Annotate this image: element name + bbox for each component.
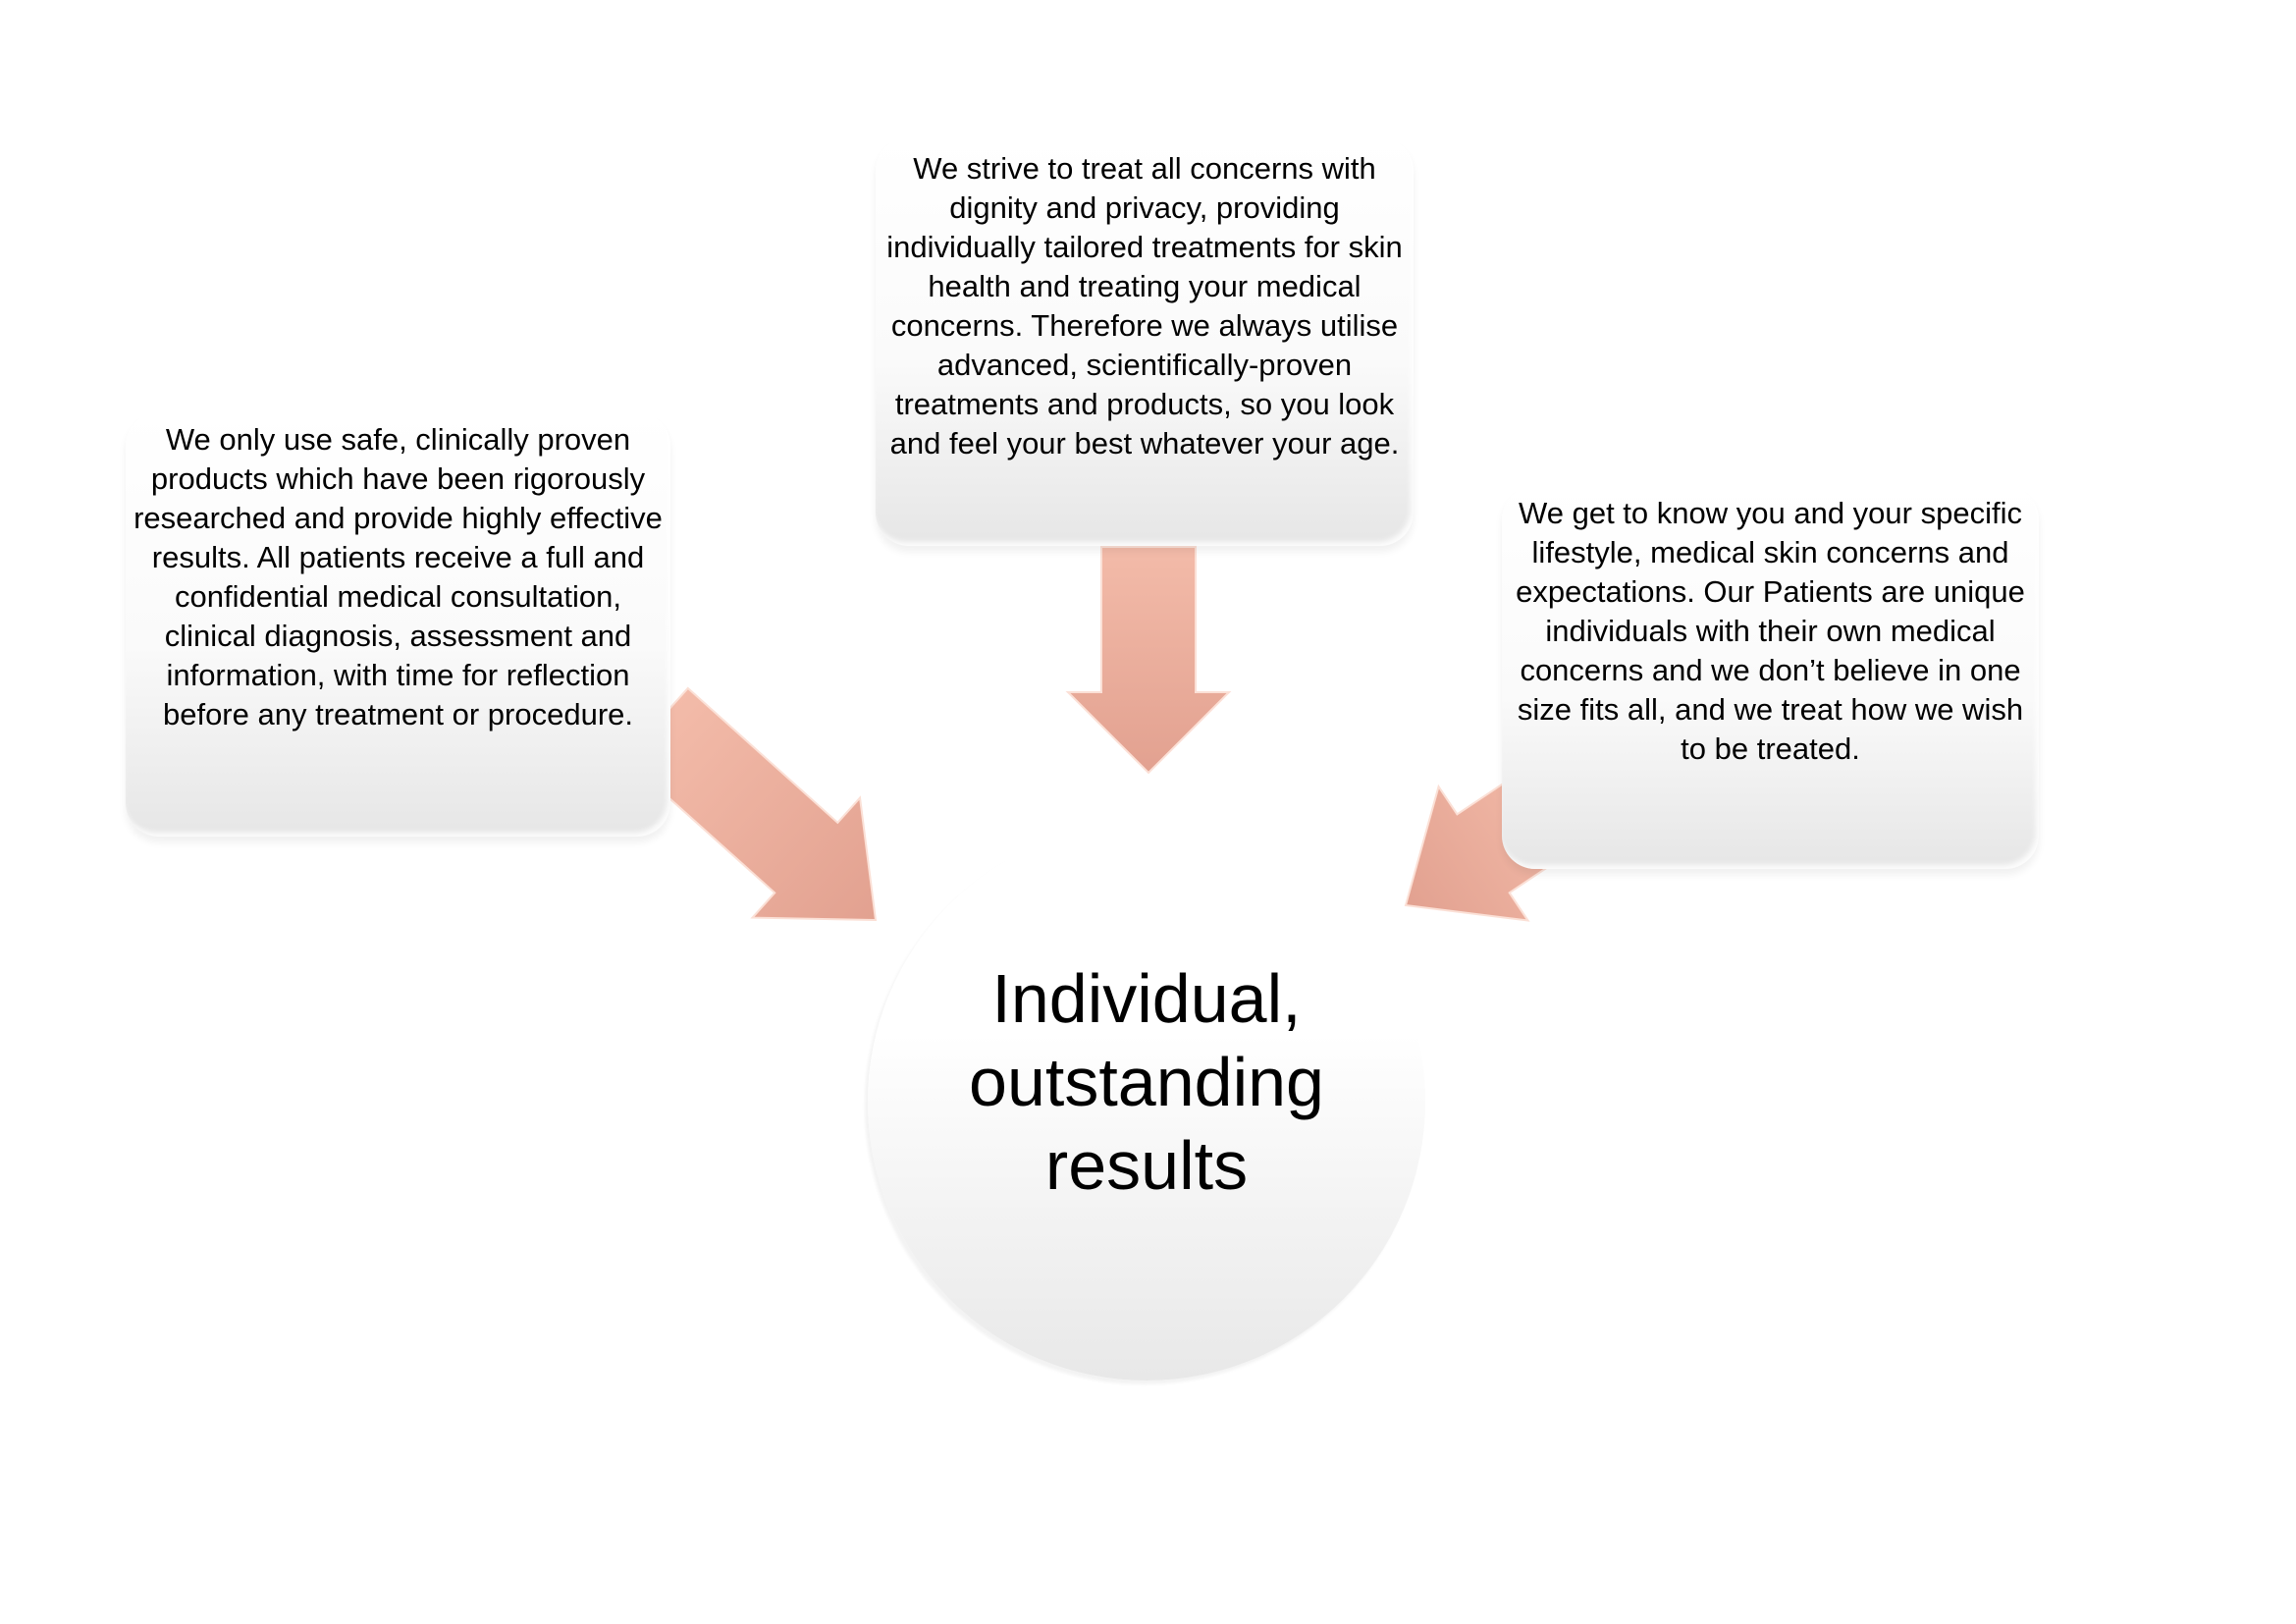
box-left-text: We only use safe, clinically proven prod… — [133, 422, 663, 731]
center-circle — [868, 823, 1425, 1380]
center-title: Individual, outstanding results — [969, 960, 1324, 1204]
box-dignity-privacy: We strive to treat all concerns with dig… — [876, 137, 1414, 546]
box-top-text: We strive to treat all concerns with dig… — [886, 151, 1403, 460]
box-right-text: We get to know you and your specific lif… — [1516, 496, 2025, 766]
box-safe-products: We only use safe, clinically proven prod… — [126, 412, 670, 837]
box-know-you: We get to know you and your specific lif… — [1502, 486, 2039, 869]
arrow-top-down — [1065, 546, 1232, 775]
